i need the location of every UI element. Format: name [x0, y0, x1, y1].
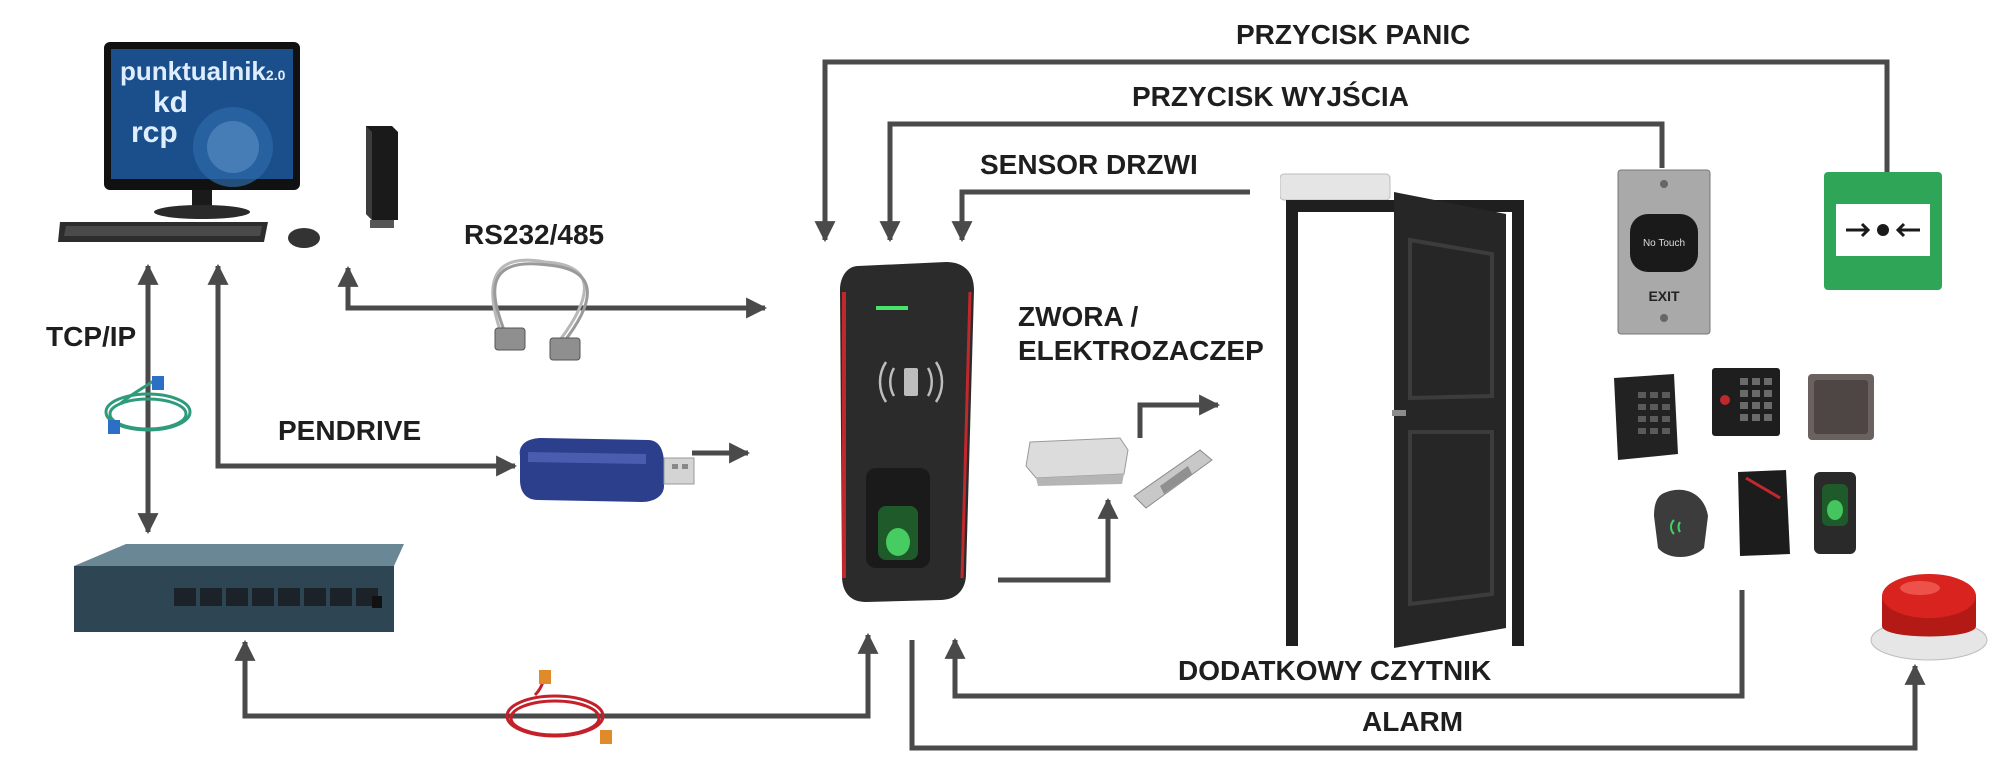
ethernet-plug-orange [539, 670, 551, 684]
serial-cable [491, 258, 589, 344]
keypad-reader-2 [1712, 368, 1780, 436]
card-reader-square [1808, 374, 1874, 440]
exit-button-connection [879, 121, 1665, 243]
computer-illustration [58, 42, 320, 248]
network-switch [74, 544, 404, 632]
tcpip-label: TCP/IP [46, 321, 137, 352]
magnetic-lock-icon [1025, 437, 1129, 486]
exit-button-device: No Touch EXIT [1616, 168, 1712, 336]
monitor-text-1: punktualnik2.0 [120, 56, 286, 86]
pendrive-icon [519, 438, 695, 502]
emergency-break-box [1824, 172, 1942, 290]
lock-connection [998, 497, 1119, 583]
exit-button-touch-text: No Touch [1642, 238, 1686, 249]
door-sensor-label: SENSOR DRZWI [980, 149, 1198, 180]
card-reader-tall [1738, 470, 1790, 556]
extra-reader-connection [944, 590, 1745, 699]
electric-strike-icon [1133, 449, 1213, 509]
alarm-connection [909, 640, 1926, 751]
pendrive-label: PENDRIVE [278, 415, 422, 446]
monitor-text-2: kd [153, 86, 189, 119]
lock-label-line2: ELEKTROZACZEP [1018, 335, 1264, 366]
panic-connection [814, 59, 1890, 243]
serial-label: RS232/485 [464, 219, 605, 250]
door-sensor-connection [951, 189, 1250, 243]
panic-button-label: PRZYCISK PANIC [1236, 19, 1471, 50]
alarm-label: ALARM [1362, 706, 1464, 737]
mini-pc-icon [366, 126, 398, 228]
network-cable-red [505, 674, 605, 738]
pendrive-connection [207, 263, 518, 477]
network-cable-green [104, 378, 192, 432]
fingerprint-reader-small [1814, 472, 1856, 554]
exit-button-plate [1617, 169, 1711, 335]
lock-label-line1: ZWORA / [1018, 301, 1139, 332]
panic-button-red [1870, 574, 1988, 661]
computer: punktualnik2.0 kd rcp [58, 42, 338, 262]
lock-branch [1137, 394, 1221, 438]
monitor-text-3: rcp [131, 116, 178, 149]
switch-terminal-connection [234, 632, 879, 719]
door [1280, 173, 1524, 648]
card-reader-round [1654, 489, 1708, 557]
extra-reader-label: DODATKOWY CZYTNIK [1178, 655, 1492, 686]
rs232-connection [337, 265, 768, 319]
exit-button-exit-text: EXIT [1648, 288, 1680, 304]
exit-button-label: PRZYCISK WYJŚCIA [1132, 81, 1409, 112]
keypad-reader-1 [1614, 374, 1678, 460]
serial-connectors [494, 327, 581, 361]
ethernet-plug-blue [152, 376, 164, 390]
fingerprint-terminal [840, 262, 974, 602]
